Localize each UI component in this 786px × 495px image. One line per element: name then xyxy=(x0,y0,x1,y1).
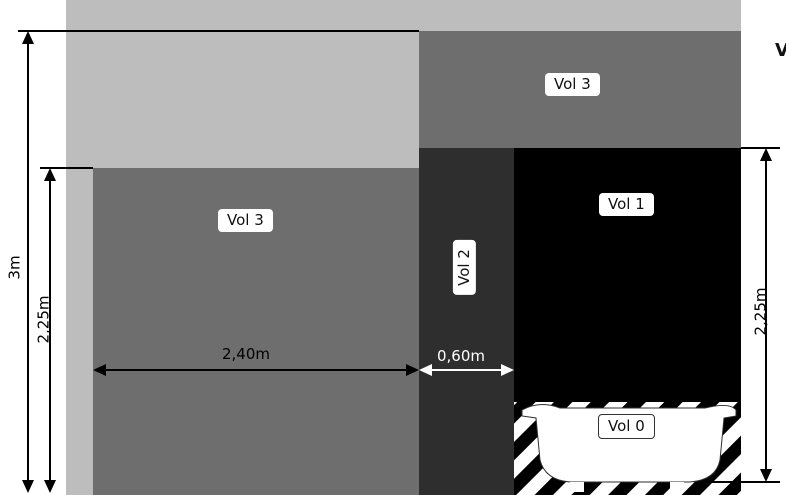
cut-off-text: V xyxy=(775,40,786,61)
arrow-060 xyxy=(419,364,514,376)
bathtub-icon xyxy=(521,404,737,492)
label-vol1: Vol 1 xyxy=(599,193,654,216)
dim-width-vol3: 2,40m xyxy=(222,345,271,363)
dim-left-height: 2,25m xyxy=(34,295,53,344)
label-vol3-left: Vol 3 xyxy=(218,209,273,232)
arrow-3m xyxy=(22,31,34,493)
arrow-225-right xyxy=(760,148,772,482)
zone-vol2 xyxy=(419,148,514,495)
dim-total-height: 3m xyxy=(5,255,24,280)
label-vol3-top: Vol 3 xyxy=(545,73,600,96)
label-vol0: Vol 0 xyxy=(598,414,655,439)
dim-right-height: 2,25m xyxy=(751,287,770,336)
label-vol2: Vol 2 xyxy=(452,240,476,295)
wall-strip-light xyxy=(66,148,93,495)
upper-left-light-zone xyxy=(66,0,419,168)
arrow-240 xyxy=(93,364,419,376)
arrow-225-left xyxy=(44,168,56,493)
dim-width-vol2: 0,60m xyxy=(437,347,486,365)
